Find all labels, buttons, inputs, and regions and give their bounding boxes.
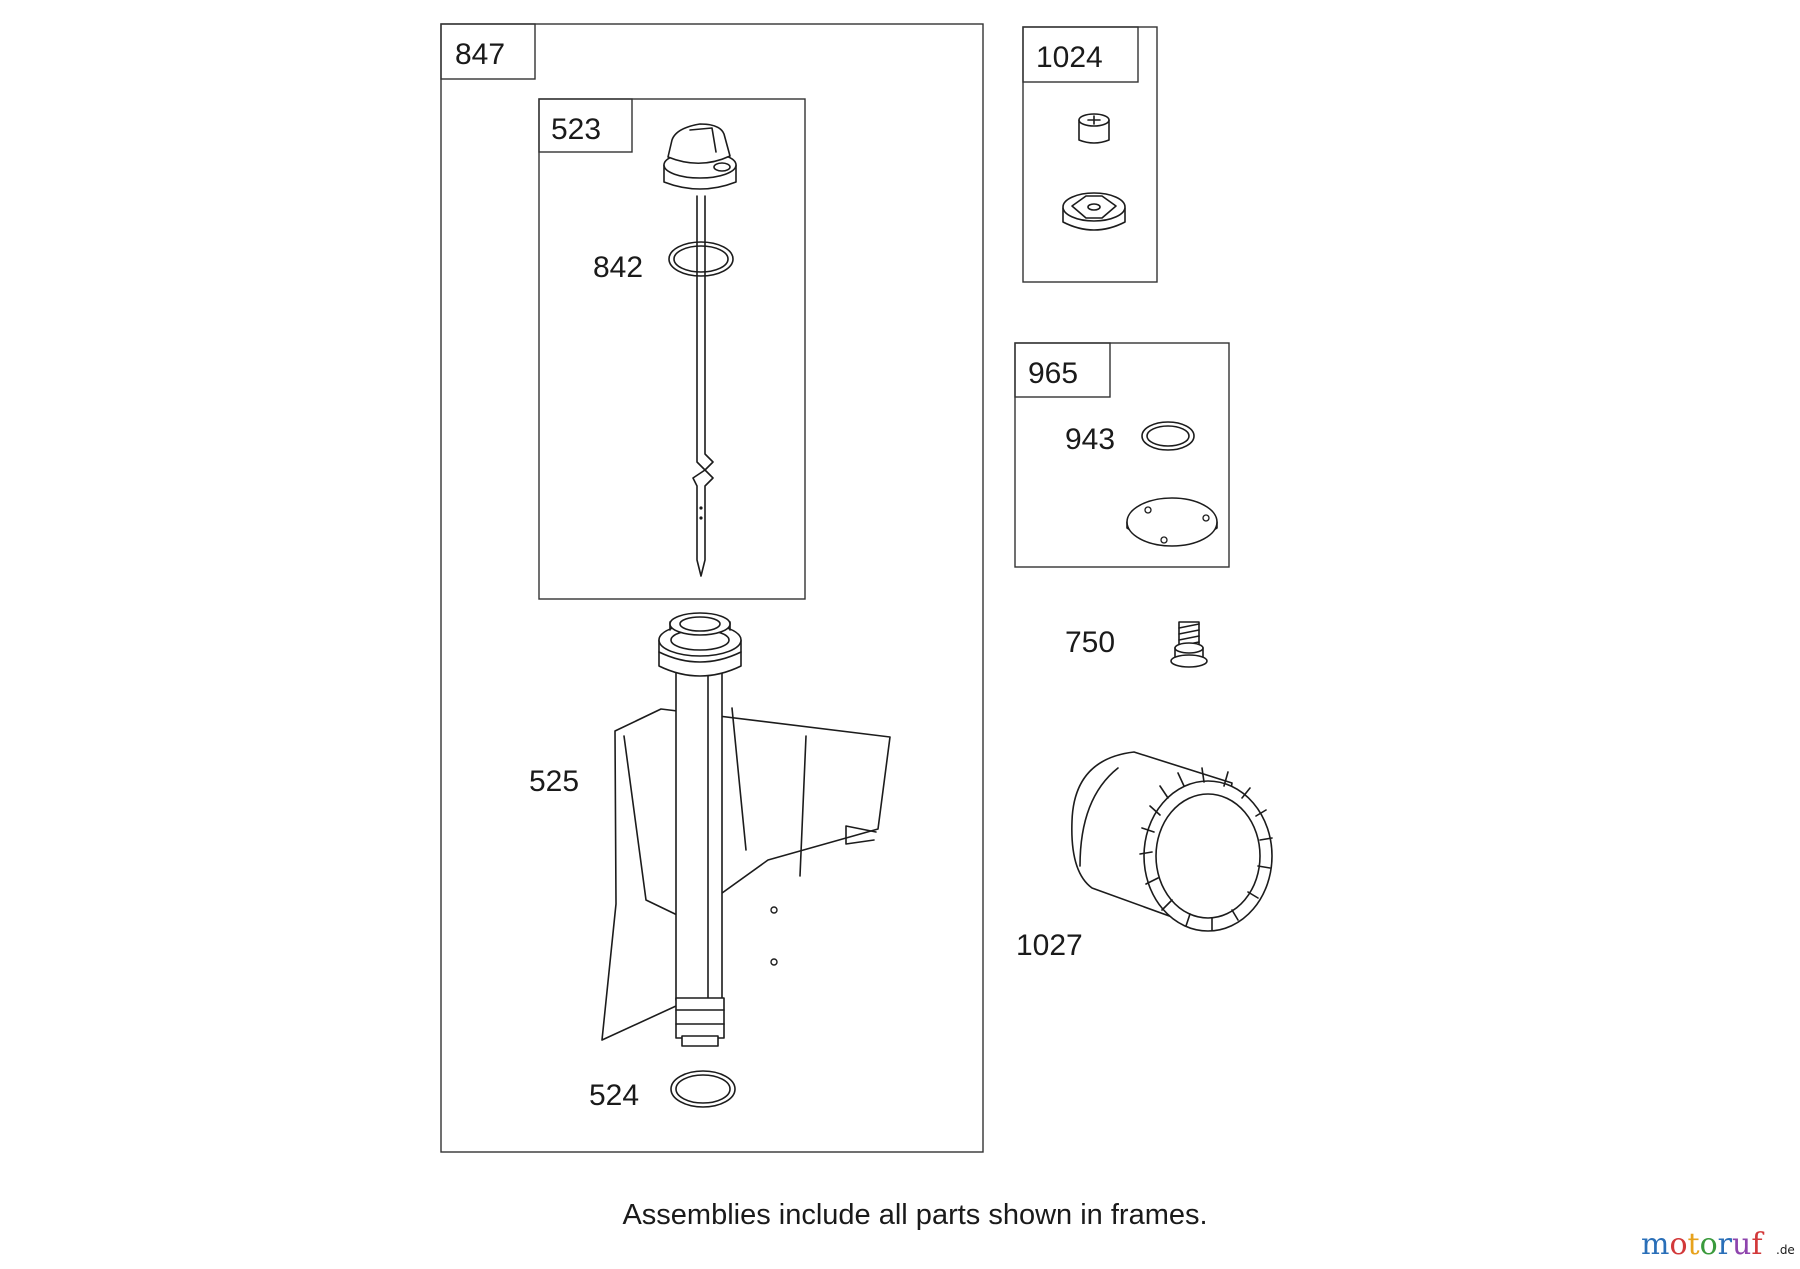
screw-750-part [1170,621,1208,668]
frame-label-1024: 1024 [1036,41,1103,74]
cover-plate-part [1126,497,1218,547]
assembly-frame-523: 523 [538,98,806,600]
motoruf-watermark-logo: motoruf .de [1641,1227,1795,1262]
svg-text:.de: .de [1776,1243,1795,1257]
frame-label-523: 523 [551,113,601,146]
svg-text:motoruf: motoruf [1641,1227,1764,1262]
assembly-frame-965: 965 [1014,342,1230,568]
frame-label-847: 847 [455,38,505,71]
callout-750: 750 [1065,626,1115,659]
drain-plug-part [1078,113,1110,144]
frame-label-965: 965 [1028,357,1078,390]
o-ring-524-part [670,1070,736,1108]
dipstick-blade-part [692,195,714,577]
callout-524: 524 [589,1079,639,1112]
gasket-ring-943-part [1141,421,1195,451]
callout-943: 943 [1065,423,1115,456]
dipstick-tube-525-part [601,612,891,1047]
callout-842: 842 [593,251,643,284]
drain-valve-part [1062,192,1126,231]
oil-filter-1027-part [1071,751,1273,932]
dipstick-cap-part [663,123,737,190]
assembly-frame-847: 847 [440,23,984,1153]
callout-1027: 1027 [1016,929,1083,962]
assembly-frame-1024: 1024 [1022,26,1158,283]
callout-525: 525 [529,765,579,798]
diagram-caption: Assemblies include all parts shown in fr… [622,1199,1207,1231]
o-ring-842-part [668,241,734,277]
